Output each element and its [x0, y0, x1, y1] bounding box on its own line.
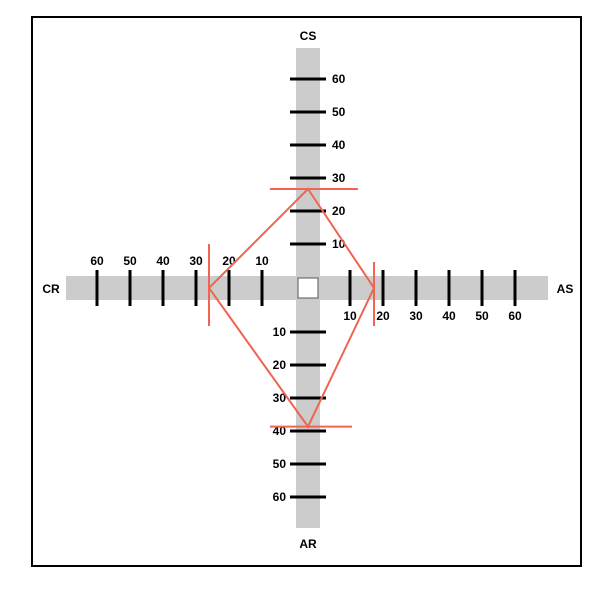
tick-label-left-40: 40 — [156, 254, 170, 268]
label-as: AS — [557, 282, 574, 296]
tick-label-left-60: 60 — [90, 254, 104, 268]
tick-label-down-10: 10 — [273, 325, 287, 339]
tick-label-down-50: 50 — [273, 457, 287, 471]
tick-label-up-50: 50 — [332, 105, 346, 119]
tick-label-down-30: 30 — [273, 391, 287, 405]
tick-labels-right: 10 20 30 40 50 60 — [343, 309, 522, 323]
deviation-markers — [207, 187, 376, 429]
ticks-right — [348, 270, 517, 306]
tick-label-left-50: 50 — [123, 254, 137, 268]
tick-label-down-60: 60 — [273, 490, 287, 504]
deviation-diamond — [207, 187, 376, 429]
label-cs: CS — [300, 29, 317, 43]
ticks-down — [290, 330, 326, 499]
tick-label-up-20: 20 — [332, 204, 346, 218]
tick-label-right-20: 20 — [376, 309, 390, 323]
ticks-left — [95, 270, 264, 306]
tick-label-up-40: 40 — [332, 138, 346, 152]
tick-labels-down: 10 20 30 40 50 60 — [273, 325, 287, 504]
ticks-up — [290, 77, 326, 246]
tick-label-left-30: 30 — [189, 254, 203, 268]
tick-label-up-30: 30 — [332, 171, 346, 185]
tick-label-right-60: 60 — [508, 309, 522, 323]
tick-label-right-50: 50 — [475, 309, 489, 323]
center-box — [297, 277, 319, 299]
tick-label-left-10: 10 — [255, 254, 269, 268]
tick-label-down-20: 20 — [273, 358, 287, 372]
tick-label-up-60: 60 — [332, 72, 346, 86]
tick-labels-up: 60 50 40 30 20 10 — [332, 72, 346, 251]
label-ar: AR — [299, 537, 317, 551]
tick-label-left-20: 20 — [222, 254, 236, 268]
tick-label-right-30: 30 — [409, 309, 423, 323]
tick-label-right-10: 10 — [343, 309, 357, 323]
label-cr: CR — [42, 282, 60, 296]
tick-label-right-40: 40 — [442, 309, 456, 323]
tick-labels-left: 60 50 40 30 20 10 — [90, 254, 269, 268]
